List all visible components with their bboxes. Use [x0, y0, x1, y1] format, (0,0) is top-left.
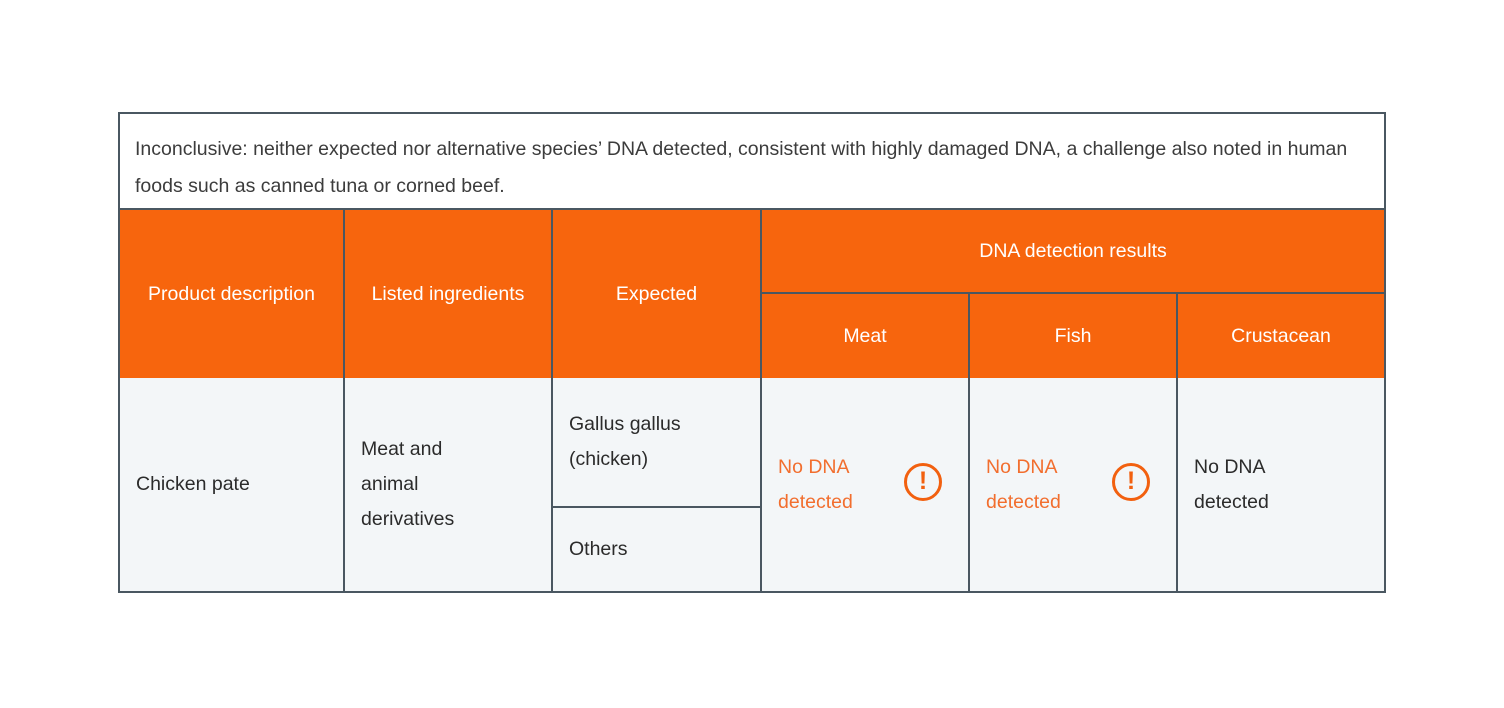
- exclamation-circle-icon: !: [904, 462, 942, 501]
- header-listed-ingredients: Listed ingredients: [345, 210, 553, 378]
- result-crustacean-text: No DNA detected: [1194, 455, 1269, 513]
- result-fish-text: No DNA detected: [986, 455, 1061, 513]
- product-name: Chicken pate: [136, 473, 250, 495]
- inconclusive-note-text: Inconclusive: neither expected nor alter…: [135, 138, 1348, 197]
- header-crustacean-label: Crustacean: [1231, 325, 1331, 347]
- cell-product-description: Chicken pate: [120, 378, 345, 591]
- header-meat: Meat: [762, 294, 970, 378]
- cell-result-meat: No DNA detected !: [762, 378, 970, 591]
- header-fish: Fish: [970, 294, 1178, 378]
- expected-secondary-cell: Others: [553, 508, 760, 591]
- header-expected-label: Expected: [615, 283, 698, 305]
- result-meat-text: No DNA detected: [778, 455, 853, 513]
- header-dna-subcolumns: Meat Fish Crustacean: [762, 294, 1384, 378]
- cell-listed-ingredients: Meat and animal derivatives: [345, 378, 553, 591]
- header-listed-ingredients-label: Listed ingredients: [371, 283, 525, 305]
- header-fish-label: Fish: [1054, 325, 1092, 347]
- table-row: Chicken pate Meat and animal derivatives…: [120, 378, 1384, 591]
- header-dna-detection-results: DNA detection results: [762, 210, 1384, 294]
- table-header-row: Product description Listed ingredients E…: [120, 210, 1384, 378]
- exclamation-circle-icon: !: [1112, 462, 1150, 501]
- cell-expected: Gallus gallus (chicken) Others: [553, 378, 762, 591]
- listed-ingredients-value: Meat and animal derivatives: [361, 438, 455, 530]
- header-dna-detection-results-label: DNA detection results: [979, 239, 1167, 262]
- header-dna-detection-group: DNA detection results Meat Fish Crustace…: [762, 210, 1384, 378]
- exclamation-glyph: !: [918, 467, 928, 495]
- header-product-description-label: Product description: [148, 283, 315, 305]
- header-crustacean: Crustacean: [1178, 294, 1384, 378]
- inconclusive-note: Inconclusive: neither expected nor alter…: [120, 114, 1384, 210]
- cell-result-crustacean: No DNA detected: [1178, 378, 1384, 591]
- expected-species: Gallus gallus (chicken): [569, 413, 681, 470]
- expected-primary-cell: Gallus gallus (chicken): [553, 378, 760, 508]
- header-meat-label: Meat: [843, 325, 887, 347]
- dna-results-report: Inconclusive: neither expected nor alter…: [118, 112, 1386, 593]
- exclamation-glyph: !: [1126, 467, 1136, 495]
- cell-result-fish: No DNA detected !: [970, 378, 1178, 591]
- expected-others: Others: [569, 538, 628, 560]
- header-expected: Expected: [553, 210, 762, 378]
- header-product-description: Product description: [120, 210, 345, 378]
